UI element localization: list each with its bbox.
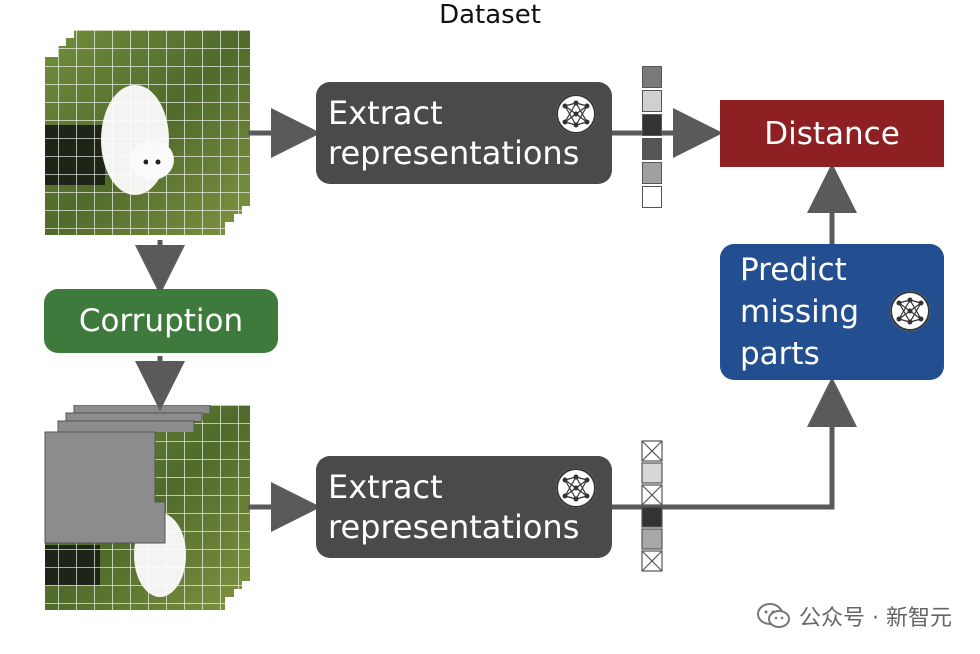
corrupted-image-stack (44, 405, 250, 610)
neural-network-icon (556, 94, 596, 134)
extract-bottom-line2: representations (328, 508, 580, 546)
distance-box: Distance (720, 100, 944, 167)
extract-bottom-label: Extract representations (316, 467, 579, 547)
vector-cell (642, 138, 662, 160)
corruption-box: Corruption (44, 289, 278, 353)
watermark-text: 公众号 · 新智元 (799, 606, 952, 631)
extract-representations-top: Extract representations (316, 82, 612, 184)
predict-line1: Predict (740, 252, 847, 288)
wechat-icon (757, 603, 791, 628)
representation-vector-bottom (641, 440, 663, 572)
extract-top-label: Extract representations (316, 93, 579, 173)
arrow-extract-to-predict (612, 377, 857, 510)
vector-cell (642, 114, 662, 136)
neural-network-icon (890, 291, 930, 331)
vector-cell (642, 186, 662, 208)
vector-cell (642, 66, 662, 88)
original-image-stack (45, 30, 250, 235)
predict-missing-parts-box: Predict missing parts (720, 244, 944, 380)
representation-vector-top (642, 66, 662, 210)
predict-line3: parts (740, 336, 820, 372)
predict-line2: missing (740, 294, 860, 330)
predict-label: Predict missing parts (720, 249, 859, 375)
extract-bottom-line1: Extract (328, 468, 443, 506)
neural-network-icon (556, 468, 596, 508)
dataset-title: Dataset (439, 0, 541, 30)
watermark: 公众号 · 新智元 (757, 600, 952, 632)
extract-representations-bottom: Extract representations (316, 456, 612, 558)
extract-top-line2: representations (328, 134, 580, 172)
vector-cell (642, 90, 662, 112)
extract-top-line1: Extract (328, 94, 443, 132)
vector-cell (642, 162, 662, 184)
